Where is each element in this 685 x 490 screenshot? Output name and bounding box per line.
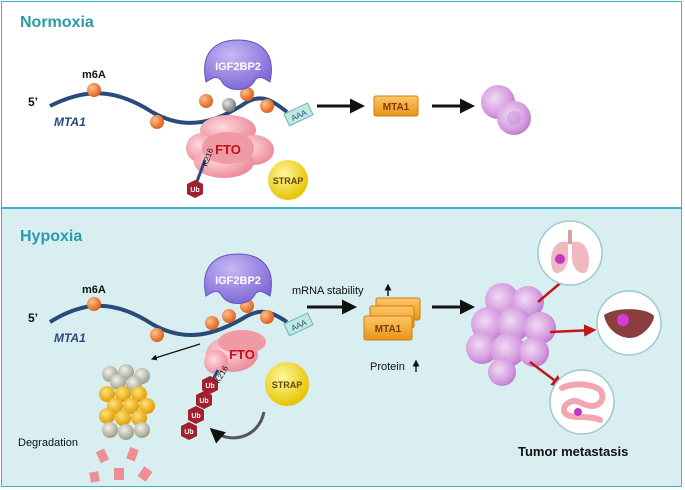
lung-organ	[537, 220, 603, 286]
liver-organ	[596, 290, 662, 356]
igf2bp2-protein: IGF2BP2	[204, 253, 272, 304]
m6a-site	[205, 316, 219, 330]
fto-protein: FTO	[204, 330, 266, 374]
intestine-organ	[549, 369, 615, 435]
gene-label: MTA1	[54, 331, 86, 345]
ubiquitin-tag: Ub	[196, 391, 212, 409]
m6a-site	[240, 87, 254, 101]
svg-text:MTA1: MTA1	[383, 102, 410, 113]
polyubiquitin-chain: Ub Ub Ub Ub	[181, 376, 218, 440]
tumor-metastasis-label: Tumor metastasis	[518, 444, 628, 459]
m6a-site	[87, 297, 101, 311]
arrow	[150, 343, 201, 361]
m6a-site	[260, 99, 274, 113]
svg-text:Ub: Ub	[191, 413, 200, 420]
panel-divider	[2, 207, 681, 209]
ubiquitin-tag: Ub	[188, 406, 204, 424]
normoxia-title: Normoxia	[20, 14, 94, 31]
svg-text:Ub: Ub	[184, 429, 193, 436]
svg-text:FTO: FTO	[229, 347, 255, 362]
svg-text:Ub: Ub	[199, 398, 208, 405]
ubiquitin-linker	[194, 159, 207, 185]
ubiquitin-tag: Ub	[187, 180, 203, 198]
m6a-site	[150, 115, 164, 129]
proteasome	[99, 364, 155, 440]
gene-label: MTA1	[54, 115, 86, 129]
ubiquitin-tag: Ub	[181, 422, 197, 440]
m6a-site	[222, 309, 236, 323]
svg-text:STRAP: STRAP	[272, 380, 303, 390]
hypoxia-title: Hypoxia	[20, 228, 83, 245]
svg-text:STRAP: STRAP	[273, 176, 304, 186]
igf2bp2-protein: IGF2BP2	[204, 39, 272, 90]
svg-text:IGF2BP2: IGF2BP2	[215, 61, 261, 73]
mta1-protein-stack: MTA1	[363, 297, 421, 341]
ubiquitin-tag: Ub	[202, 376, 218, 394]
recycle-arrow	[209, 411, 266, 444]
methyl-site	[222, 98, 236, 112]
svg-text:Ub: Ub	[205, 383, 214, 390]
m6a-label: m6A	[82, 69, 106, 81]
protein-label: Protein	[370, 361, 405, 373]
m6a-site	[199, 94, 213, 108]
hypoxia-scene: AAA 5’ MTA1 m6A IGF2BP2 FTO K216	[18, 220, 662, 483]
normoxia-scene: AAA 5’ MTA1 m6A IGF2BP2	[28, 39, 531, 200]
svg-text:MTA1: MTA1	[375, 324, 402, 335]
svg-text:IGF2BP2: IGF2BP2	[215, 275, 261, 287]
mta1-protein: MTA1	[373, 95, 419, 117]
strap-protein: STRAP	[268, 160, 308, 200]
tumor-cell-cluster	[466, 283, 556, 386]
m6a-label: m6A	[82, 284, 106, 296]
polya-tail: AAA	[283, 102, 314, 127]
metastasis-arrow	[549, 324, 597, 337]
polya-tail: AAA	[283, 312, 314, 337]
strap-protein: STRAP	[265, 362, 309, 406]
m6a-site	[87, 83, 101, 97]
fto-protein: FTO	[186, 115, 274, 178]
peptide-fragments	[89, 446, 153, 483]
m6a-site	[150, 328, 164, 342]
five-prime-label: 5’	[28, 311, 38, 325]
mrna-stability-label: mRNA stability	[292, 285, 364, 297]
tumor-cells	[481, 85, 531, 135]
svg-text:Ub: Ub	[190, 187, 199, 194]
five-prime-label: 5’	[28, 95, 38, 109]
svg-text:FTO: FTO	[215, 142, 241, 157]
degradation-label: Degradation	[18, 437, 78, 449]
m6a-site	[260, 310, 274, 324]
